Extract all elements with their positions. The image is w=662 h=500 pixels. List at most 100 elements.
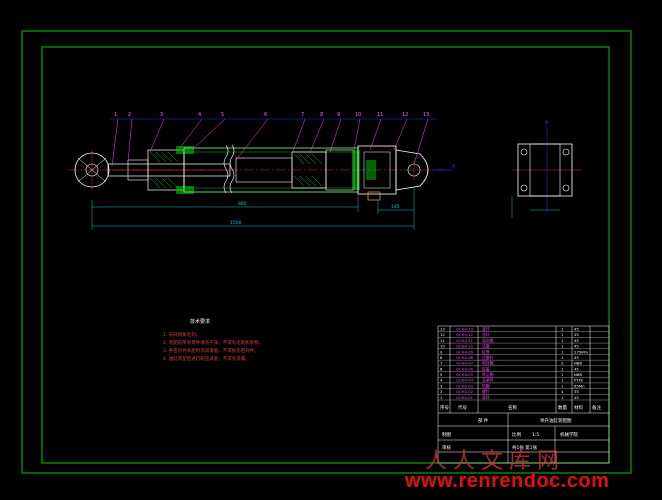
bom-cell-code: GCH4-05 (456, 372, 474, 377)
bom-cell-name: 耳环 (482, 395, 490, 400)
technical-note-3: 3. 各密封件装配时涂润滑脂，不得损伤密封件。 (163, 349, 259, 354)
bom-cell-no: 9 (440, 349, 443, 354)
dim-1500: 1500 (230, 220, 242, 226)
balloon-4: 4 (198, 112, 201, 118)
title-block-drawn-label: 制图 (442, 431, 451, 438)
bom-cell-material: 65Mn (574, 383, 585, 388)
balloon-5: 5 (221, 112, 224, 118)
bom-cell-material: 45 (574, 332, 579, 337)
bom-cell-qty: 1 (561, 338, 564, 343)
bom-cell-qty: 1 (561, 332, 564, 337)
bom-cell-no: 12 (440, 332, 445, 337)
bom-cell-name: 活塞杆 (482, 355, 494, 360)
bom-cell-code: GCH4-08 (456, 355, 474, 360)
bom-cell-qty: 1 (561, 349, 564, 354)
bom-cell-code: GCH4-03 (456, 383, 474, 388)
bom-cell-material: 45 (574, 366, 579, 371)
part-balloons: 1 2 3 4 5 6 7 8 9 10 11 12 13 (114, 112, 429, 118)
bom-cell-no: 4 (440, 378, 443, 383)
bom-cell-code: GCH4-12 (456, 332, 474, 337)
view-mark-top: A (545, 120, 549, 126)
bom-cell-no: 8 (440, 355, 443, 360)
bom-cell-material: PTFE (574, 378, 584, 383)
bom-cell-material: 45 (574, 344, 579, 349)
bom-cell-name: 支承环 (482, 378, 494, 383)
bom-cell-qty: 1 (561, 372, 564, 377)
dim-880: 880 (238, 201, 247, 207)
outer-frame (21, 30, 632, 474)
bom-cell-code: GCH4-02 (456, 389, 474, 394)
right-clevis (395, 149, 429, 191)
bom-cell-code: GCH4-09 (456, 349, 474, 354)
bom-cell-code: GCH4-01 (456, 395, 474, 400)
title-block-sheet-info: 共1张 第1张 (512, 444, 538, 451)
balloon-10: 10 (355, 112, 361, 118)
technical-note-1: 1. 去除锐角毛刺。 (163, 333, 201, 338)
bom-cell-code: GCH4-07 (456, 361, 474, 366)
title-block-drawing-title: 举升油缸装配图 (540, 417, 572, 424)
bom-table-grid (437, 325, 610, 464)
bom-cell-name: 活塞 (482, 344, 490, 349)
side-view (511, 126, 582, 218)
bom-cell-code: GCH4-04 (456, 378, 474, 383)
bom-cell-material: 45 (574, 355, 579, 360)
balloon-2: 2 (128, 112, 131, 118)
title-block-scale-value: 1:5 (532, 432, 539, 438)
bom-cell-no: 11 (440, 338, 445, 343)
dim-145: 145 (391, 204, 400, 210)
technical-note-2: 2. 装配前所有零件清洗干净，不得有毛刺和杂物。 (163, 341, 264, 346)
balloon-9: 9 (337, 112, 340, 118)
balloon-1: 1 (114, 112, 117, 118)
bom-cell-name: 缸筒 (482, 349, 490, 354)
bom-cell-no: 1 (440, 395, 443, 400)
balloon-6: 6 (264, 112, 267, 118)
bom-header-name: 名称 (508, 404, 517, 411)
bom-cell-name: 防尘圈 (482, 372, 494, 377)
bom-cell-code: GCH4-10 (456, 344, 474, 349)
bom-cell-no: 6 (440, 366, 443, 371)
cylinder-section-view (68, 118, 452, 201)
bom-cell-code: GCH4-06 (456, 366, 474, 371)
bom-cell-name: 导向套 (482, 338, 494, 343)
title-block-org: 机械学院 (560, 431, 578, 438)
bom-cell-name: 螺钉 (482, 389, 490, 394)
technical-note-4: 4. 油缸装配后进行耐压试验，不得有渗漏。 (163, 357, 250, 362)
technical-notes-title: 技术要求 (190, 319, 211, 325)
bom-cell-name: 耳环 (482, 326, 490, 331)
dimension-lines (91, 186, 415, 230)
bom-cell-material: NBR (574, 361, 582, 366)
balloon-12: 12 (402, 112, 408, 118)
balloon-8: 8 (320, 112, 323, 118)
bom-cell-qty: 1 (561, 378, 564, 383)
balloon-7: 7 (301, 112, 304, 118)
bom-cell-code: GCH4-13 (456, 326, 474, 331)
bom-cell-name: 缸盖 (482, 366, 490, 371)
bom-cell-no: 3 (440, 383, 443, 388)
bom-cell-name: 油口 (482, 332, 490, 337)
bom-cell-qty: 1 (561, 366, 564, 371)
title-block-part-label: 部 件 (478, 417, 489, 424)
bom-header-qty: 数量 (558, 404, 567, 411)
balloon-11: 11 (377, 112, 383, 118)
bom-cell-qty: 1 (561, 326, 564, 331)
bom-cell-material: 35 (574, 389, 579, 394)
bom-cell-no: 10 (440, 344, 445, 349)
bom-header-material: 材料 (574, 404, 583, 411)
bom-header-no: 序号 (440, 404, 449, 411)
bom-cell-no: 13 (440, 326, 445, 331)
bom-cell-material: 27SiMn (574, 349, 589, 354)
title-block-checked-label: 审核 (442, 444, 451, 451)
bom-cell-no: 7 (440, 361, 443, 366)
bom-cell-material: 45 (574, 338, 579, 343)
watermark-url: www.renrendoc.com (405, 470, 610, 492)
bom-cell-name: 密封圈 (482, 361, 494, 366)
bom-cell-qty: 1 (561, 344, 564, 349)
title-block-scale-label: 比例 (512, 431, 521, 438)
bom-cell-material: 45 (574, 395, 579, 400)
balloon-3: 3 (160, 112, 163, 118)
bom-cell-qty: 1 (561, 395, 564, 400)
bom-cell-qty: 4 (561, 389, 564, 394)
bom-cell-qty: 1 (561, 383, 564, 388)
view-mark-right: A (452, 164, 456, 170)
bom-header-remark: 备注 (592, 404, 601, 411)
